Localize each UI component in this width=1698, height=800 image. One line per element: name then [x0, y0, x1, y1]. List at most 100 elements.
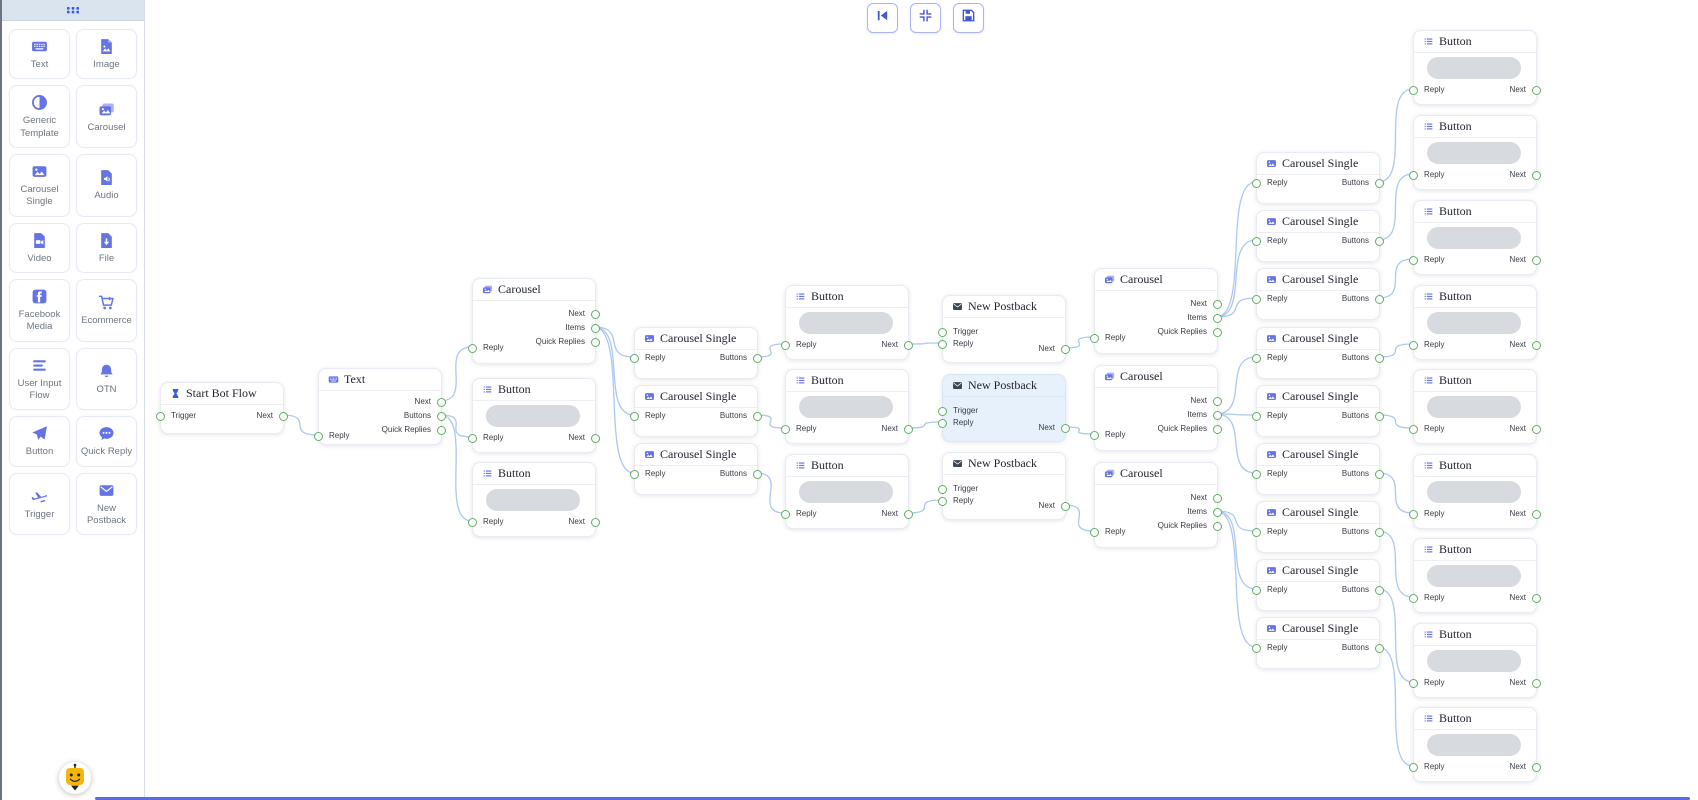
- sidebar-item-ecommerce[interactable]: Ecommerce: [76, 279, 137, 342]
- port-items[interactable]: [591, 323, 600, 333]
- port-reply[interactable]: [1252, 353, 1261, 363]
- port-items[interactable]: [1213, 507, 1222, 517]
- port-trigger[interactable]: [938, 406, 947, 416]
- fit-view-button[interactable]: [910, 3, 941, 33]
- sidebar-item-generic-template[interactable]: Generic Template: [9, 85, 70, 149]
- port-reply[interactable]: [1409, 678, 1418, 688]
- port-reply[interactable]: [1252, 236, 1261, 246]
- port-quick-replies[interactable]: [591, 337, 600, 347]
- port-next[interactable]: [279, 411, 288, 421]
- port-next[interactable]: [1213, 493, 1222, 503]
- port-next[interactable]: [1532, 762, 1541, 772]
- port-quick-replies[interactable]: [437, 425, 446, 435]
- save-button[interactable]: [953, 3, 984, 33]
- port-buttons[interactable]: [1375, 294, 1384, 304]
- sidebar-item-file[interactable]: File: [76, 222, 137, 274]
- sidebar-item-user-input-flow[interactable]: User Input Flow: [9, 347, 70, 411]
- port-items[interactable]: [1213, 410, 1222, 420]
- port-reply[interactable]: [1252, 469, 1261, 479]
- port-next[interactable]: [1532, 340, 1541, 350]
- port-reply[interactable]: [468, 343, 477, 353]
- port-buttons[interactable]: [1375, 353, 1384, 363]
- port-buttons[interactable]: [753, 411, 762, 421]
- sidebar-item-facebook-media[interactable]: Facebook Media: [9, 279, 70, 342]
- port-reply[interactable]: [1409, 340, 1418, 350]
- port-next[interactable]: [1532, 678, 1541, 688]
- port-items[interactable]: [1213, 313, 1222, 323]
- port-reply[interactable]: [1252, 411, 1261, 421]
- sidebar-item-trigger[interactable]: Trigger: [9, 472, 70, 536]
- port-reply[interactable]: [1409, 509, 1418, 519]
- port-buttons[interactable]: [1375, 178, 1384, 188]
- port-next[interactable]: [1532, 170, 1541, 180]
- port-reply[interactable]: [630, 469, 639, 479]
- port-reply[interactable]: [1409, 255, 1418, 265]
- port-next[interactable]: [1532, 593, 1541, 603]
- port-buttons[interactable]: [753, 353, 762, 363]
- port-next[interactable]: [1213, 299, 1222, 309]
- port-reply[interactable]: [1252, 643, 1261, 653]
- port-reply[interactable]: [468, 517, 477, 527]
- port-buttons[interactable]: [1375, 527, 1384, 537]
- port-reply[interactable]: [1409, 424, 1418, 434]
- port-reply[interactable]: [1409, 170, 1418, 180]
- port-reply[interactable]: [1090, 430, 1099, 440]
- port-quick-replies[interactable]: [1213, 327, 1222, 337]
- port-reply[interactable]: [1252, 178, 1261, 188]
- chatbot-launcher-bee[interactable]: [58, 761, 92, 800]
- port-next[interactable]: [1532, 255, 1541, 265]
- port-reply[interactable]: [1409, 762, 1418, 772]
- port-reply[interactable]: [1252, 294, 1261, 304]
- port-next[interactable]: [591, 517, 600, 527]
- port-reply[interactable]: [314, 431, 323, 441]
- port-reply[interactable]: [781, 424, 790, 434]
- port-quick-replies[interactable]: [1213, 424, 1222, 434]
- port-next[interactable]: [1532, 85, 1541, 95]
- port-reply[interactable]: [630, 411, 639, 421]
- port-reply[interactable]: [1409, 593, 1418, 603]
- port-next[interactable]: [1532, 424, 1541, 434]
- port-reply[interactable]: [1252, 585, 1261, 595]
- port-buttons[interactable]: [1375, 411, 1384, 421]
- horizontal-scrollbar[interactable]: [95, 797, 1690, 800]
- port-reply[interactable]: [938, 339, 947, 349]
- sidebar-item-image[interactable]: Image: [76, 29, 137, 80]
- port-next[interactable]: [904, 424, 913, 434]
- port-reply[interactable]: [1409, 85, 1418, 95]
- sidebar-item-quick-reply[interactable]: Quick Reply: [76, 416, 137, 467]
- sidebar-item-otn[interactable]: OTN: [76, 347, 137, 411]
- port-buttons[interactable]: [1375, 469, 1384, 479]
- sidebar-item-carousel[interactable]: Carousel: [76, 85, 137, 149]
- port-reply[interactable]: [1090, 527, 1099, 537]
- port-next[interactable]: [904, 509, 913, 519]
- sidebar-header[interactable]: [2, 0, 144, 21]
